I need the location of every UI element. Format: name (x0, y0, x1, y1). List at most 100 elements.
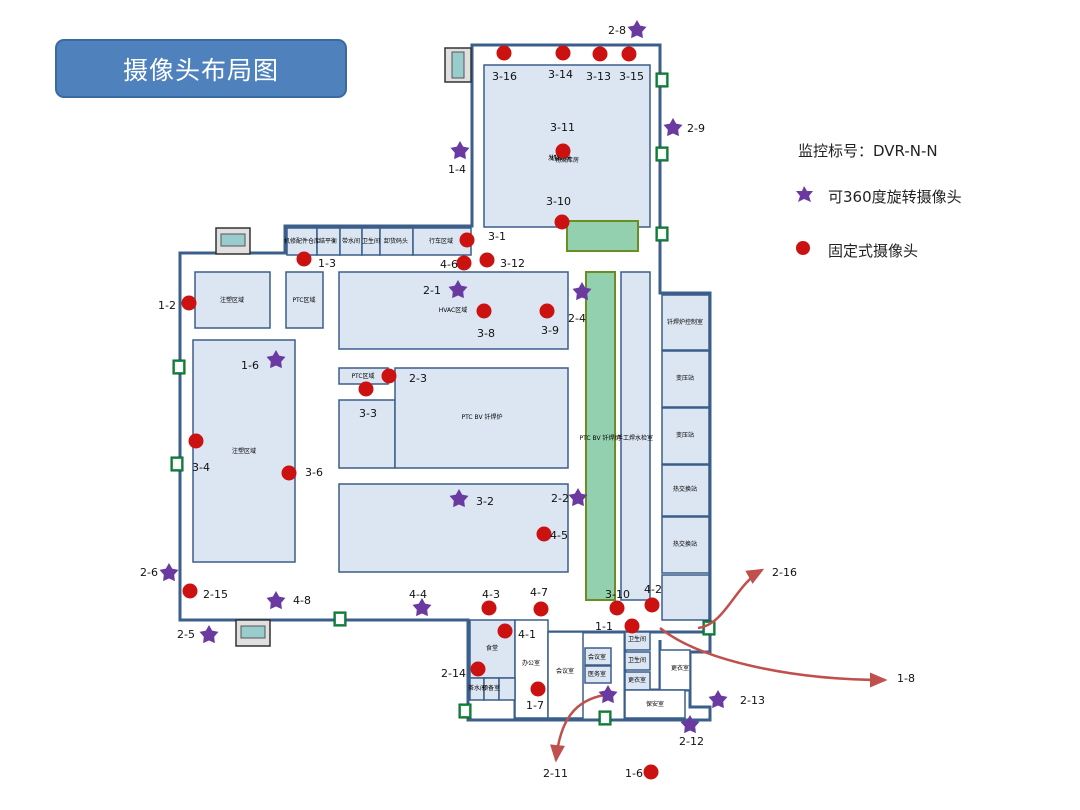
room-label-r-rejiao1: 热交换站 (673, 485, 697, 493)
room-label-r-ptc2: PTC区域 (351, 372, 374, 380)
fixed-camera-label-3-14: 3-14 (548, 68, 573, 81)
room-paiche (194, 271, 271, 329)
room-label-r-gengyi2: 更衣室 (671, 664, 689, 672)
fixed-camera-label-3-9: 3-9 (541, 324, 559, 337)
exit-sign-inner (336, 614, 344, 624)
exit-sign-inner (601, 713, 609, 723)
rotating-camera-3-2 (449, 489, 469, 508)
fixed-camera-1-1 (624, 618, 640, 634)
rotating-camera-4-4 (412, 598, 432, 617)
fixed-camera-label-1-3: 1-3 (318, 257, 336, 270)
loading-zone (566, 220, 639, 252)
fixed-camera-2-3 (381, 368, 397, 384)
room-furnace-1 (585, 271, 616, 601)
fixed-camera-label-1-1: 1-1 (595, 620, 613, 633)
rotating-camera-label-4-8: 4-8 (293, 594, 311, 607)
room-bangong (547, 631, 584, 719)
fixed-camera-label-3-12: 3-12 (500, 257, 525, 270)
room-label-r-bangong: 办公室 (522, 659, 540, 667)
rotating-camera-label-2-11: 2-11 (543, 767, 568, 780)
arrows (550, 568, 888, 763)
room-label-r-hvac: HVAC区域 (439, 306, 467, 314)
rotating-camera-2-4 (572, 282, 592, 301)
rotating-camera-2-13 (708, 690, 728, 709)
fixed-camera-3-12 (479, 252, 495, 268)
room-label-r-small1: 保安室 (646, 700, 664, 708)
rotating-camera-label-1-6: 1-6 (241, 359, 259, 372)
page-title: 摄像头布局图 (122, 55, 279, 85)
room-label-r-fahuo: 发货码头 (548, 154, 572, 162)
room-bianya2 (661, 464, 710, 517)
room-label-r-yiwu: 医务室 (588, 670, 606, 678)
room-label-r-bianya2: 变压站 (676, 431, 694, 439)
room-label-r-shougong: 手工焊水检室 (617, 434, 653, 442)
arrow-labels: 2-16 1-8 (772, 566, 915, 685)
fixed-camera-label-4-3: 4-3 (482, 588, 500, 601)
fixed-camera-3-14 (555, 45, 571, 61)
fixed-camera-4-1 (497, 623, 513, 639)
room-qianhan (661, 350, 710, 408)
room-label-r-jishu: 机械间 (551, 154, 569, 162)
legend-rotating-label: 可360度旋转摄像头 (828, 188, 962, 206)
exit-sign-inner (175, 362, 183, 372)
arrow-label-1-8: 1-8 (897, 672, 915, 685)
exit-sign-inner (658, 229, 666, 239)
fixed-camera-3-4 (188, 433, 204, 449)
fixed-camera-label-4-7: 4-7 (530, 586, 548, 599)
rotating-camera-2-12 (680, 715, 700, 734)
room-label-r-wuliao: 物流库房 (555, 156, 579, 164)
fixed-camera-1-6 (643, 764, 659, 780)
room-jishu (286, 227, 318, 256)
cameras (159, 20, 728, 780)
rotating-camera-2-1 (448, 280, 468, 299)
room-label-r-xiehuo: 卸货码头 (384, 237, 408, 245)
fixed-camera-2-14 (470, 661, 486, 677)
rotating-camera-1-6 (266, 350, 286, 369)
fixed-camera-3-1 (459, 232, 475, 248)
exit-signs (170, 72, 716, 726)
fixed-camera-label-3-6: 3-6 (305, 466, 323, 479)
rotating-camera-label-3-2: 3-2 (476, 495, 494, 508)
rotating-camera-label-2-2: 2-2 (551, 492, 569, 505)
rotating-camera-label-2-6: 2-6 (140, 566, 158, 579)
fixed-camera-label-3-10: 3-10 (546, 195, 571, 208)
room-furnace-2 (620, 271, 651, 601)
fixed-camera-3-10 (554, 214, 570, 230)
room-huiyi1 (584, 647, 612, 666)
room-label-r-gengyi1: 更衣室 (628, 676, 646, 684)
fixed-camera-3-16 (496, 45, 512, 61)
fixed-camera-3-13 (592, 46, 608, 62)
room-label-r-huiyi1: 会议室 (556, 667, 574, 675)
fixed-camera-4-7 (533, 601, 549, 617)
room-label-r-weisheng2: 卫生间 (628, 635, 646, 643)
rotating-camera-label-2-4: 2-4 (568, 312, 586, 325)
room-label-r-jiepan: 结平衡 (319, 237, 337, 245)
fixed-camera-label-2-3: 2-3 (409, 372, 427, 385)
arrow-1-8 (659, 627, 888, 688)
room-label-r-furnace2: PTC BV 钎焊炉 (580, 434, 621, 442)
exit-sign-inner (705, 623, 713, 633)
room-zhiliang1 (285, 271, 324, 329)
fixed-camera-label-2-15: 2-15 (203, 588, 228, 601)
fixed-camera-label-4-2: 4-2 (644, 583, 662, 596)
room-label-r-ptc1: PTC区域 (292, 296, 315, 304)
legend-rotating-icon (796, 186, 813, 202)
room-label-r-small3: 预备室 (482, 684, 500, 692)
arrow-label-2-16: 2-16 (772, 566, 797, 579)
rotating-camera-label-4-4: 4-4 (409, 588, 427, 601)
room-label-r-fengshui: 带水间 (342, 237, 360, 245)
room-small3 (498, 677, 516, 701)
fixed-camera-label-3-10: 3-10 (605, 588, 630, 601)
room-weisheng2 (624, 651, 651, 671)
fixed-camera-label-3-16: 3-16 (492, 70, 517, 83)
room-label-r-shitang: 食堂 (486, 644, 498, 652)
fixed-camera-3-11 (555, 143, 571, 159)
room-huiyi2 (584, 665, 612, 684)
room-label-r-bianya1: 变压站 (676, 374, 694, 382)
rotating-camera-2-8 (627, 20, 647, 39)
room-rejiao1 (661, 516, 710, 574)
exit-sign-inner (173, 459, 181, 469)
rotating-camera-4-8 (266, 591, 286, 610)
rotating-camera-label-1-4: 1-4 (448, 163, 466, 176)
